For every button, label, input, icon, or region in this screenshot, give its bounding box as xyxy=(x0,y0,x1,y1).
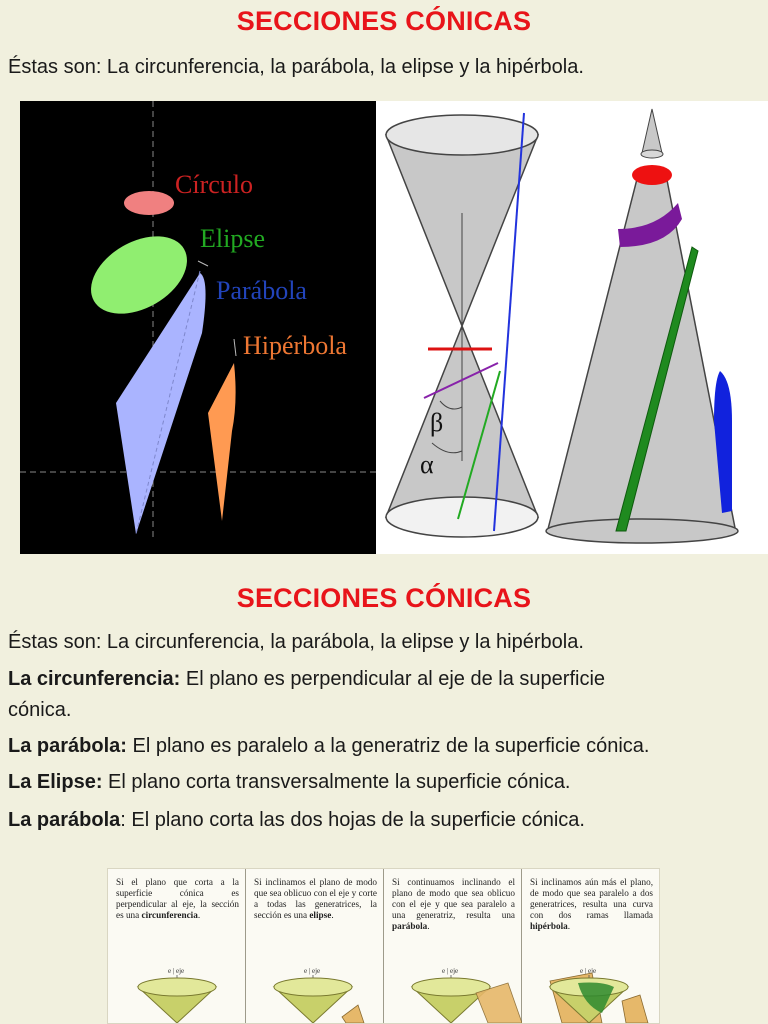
page-title: SECCIONES CÓNICAS xyxy=(236,6,532,36)
cones-figure: β α xyxy=(376,101,768,554)
parabola-plane-line xyxy=(457,370,501,520)
conic-sections-svg: Círculo Elipse Parábola Hipérbola xyxy=(20,101,376,541)
hyperbola-section xyxy=(714,371,732,513)
definition-text: cónica. xyxy=(8,699,72,721)
intro-text-2: Éstas son: La circunferencia, la parábol… xyxy=(8,631,584,653)
conics-table: Si el plano que corta a la superficie có… xyxy=(107,868,660,1024)
hyperbola-plane-line xyxy=(493,112,525,532)
table-cell-elipse: Si inclinamos el plano de modo que sea o… xyxy=(246,869,384,1023)
svg-text:e | eje: e | eje xyxy=(304,967,320,975)
table-cell-hiperbola: Si inclinamos aún más el plano, de modo … xyxy=(522,869,659,1023)
alpha-label: α xyxy=(420,450,434,479)
bottom-nappe-rim xyxy=(385,496,539,538)
term: La parábola: xyxy=(8,735,127,757)
definition-parabola: La parábola: El plano es paralelo a la g… xyxy=(8,731,746,762)
svg-text:e | eje: e | eje xyxy=(580,967,596,975)
label-parabola: Parábola xyxy=(216,276,307,305)
label-hiperbola: Hipérbola xyxy=(243,331,347,360)
hyperbola-pointer xyxy=(233,338,237,357)
conic-sections-figure: Círculo Elipse Parábola Hipérbola xyxy=(20,101,376,554)
cone-illustration: e | eje xyxy=(272,967,365,1023)
cell-text: Si inclinamos aún más el plano, de modo … xyxy=(530,877,653,931)
cone-illustration: e | eje xyxy=(410,967,522,1023)
ellipse-shape xyxy=(91,236,187,314)
definition-text: El plano es perpendicular al eje de la s… xyxy=(180,668,606,690)
cones-svg: β α xyxy=(384,108,739,544)
svg-text:e | eje: e | eje xyxy=(168,967,184,975)
definition-text: El plano es paralelo a la generatriz de … xyxy=(126,735,650,757)
intro-text: Éstas son: La circunferencia, la parábol… xyxy=(8,56,584,78)
term: La Elipse: xyxy=(8,771,103,793)
parabola-section xyxy=(615,246,699,532)
cell-text: Si el plano que corta a la superficie có… xyxy=(116,877,239,920)
table-cell-circunferencia: Si el plano que corta a la superficie có… xyxy=(108,869,246,1023)
circle-section xyxy=(632,165,672,185)
hyperbola-shape xyxy=(208,363,236,521)
ellipse-section xyxy=(618,203,682,247)
circle-shape xyxy=(124,191,174,215)
definition-circunferencia: La circunferencia: El plano es perpendic… xyxy=(8,664,746,695)
parabola-shape xyxy=(116,273,206,534)
beta-label: β xyxy=(430,408,443,437)
definition-circunferencia-cont: cónica. xyxy=(8,695,746,726)
parabola-pointer xyxy=(197,260,209,267)
cell-text: Si continuamos inclinando el plano de mo… xyxy=(392,877,515,931)
definition-text: El plano corta transversalmente la super… xyxy=(102,771,571,793)
cell-text: Si inclinamos el plano de modo que sea o… xyxy=(254,877,377,920)
cone-tip xyxy=(641,108,663,154)
label-elipse: Elipse xyxy=(200,224,265,253)
svg-text:e | eje: e | eje xyxy=(442,967,458,975)
alpha-arc xyxy=(431,442,463,454)
definition-text: : El plano corta las dos hojas de la sup… xyxy=(120,809,585,831)
single-cone-base xyxy=(545,518,739,544)
cone-illustration: e | eje xyxy=(548,967,649,1023)
cone-tip-base xyxy=(640,149,664,159)
beta-arc xyxy=(439,400,463,410)
top-nappe-rim xyxy=(385,114,539,156)
ellipse-plane-line xyxy=(423,362,499,399)
cone-illustration: e | eje xyxy=(136,967,218,1023)
label-circulo: Círculo xyxy=(175,170,253,199)
definition-hiperbola: La parábola: El plano corta las dos hoja… xyxy=(8,805,746,836)
parabola-axis xyxy=(135,270,201,535)
term: La parábola xyxy=(8,809,121,831)
term: La circunferencia: xyxy=(8,668,181,690)
section-title: SECCIONES CÓNICAS xyxy=(236,583,532,613)
table-cell-parabola: Si continuamos inclinando el plano de mo… xyxy=(384,869,522,1023)
definition-elipse: La Elipse: El plano corta transversalmen… xyxy=(8,767,746,798)
